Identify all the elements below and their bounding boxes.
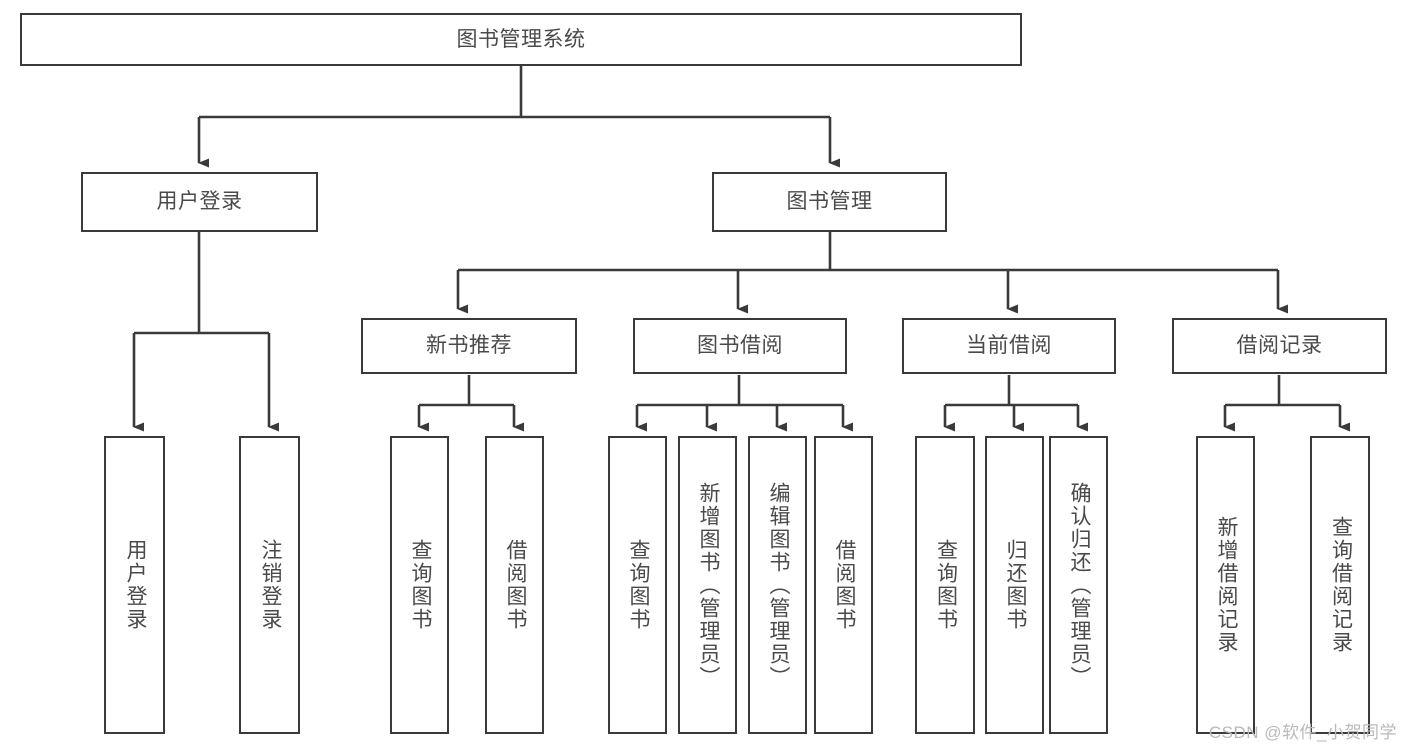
leaf-add-book[interactable]: 新增图书（管理员） xyxy=(678,436,737,734)
node-book-management-system[interactable]: 图书管理系统 xyxy=(20,13,1022,66)
node-label: 查询借阅记录 xyxy=(1329,516,1353,654)
node-label: 查询图书 xyxy=(934,539,958,631)
node-label: 编辑图书（管理员） xyxy=(766,481,790,689)
node-label: 用户登录 xyxy=(156,190,243,214)
leaf-logout-login[interactable]: 注销登录 xyxy=(239,436,300,734)
leaf-user-login[interactable]: 用户登录 xyxy=(104,436,165,734)
csdn-watermark: CSDN @软件_小贺同学 xyxy=(1208,723,1397,742)
node-borrow-record[interactable]: 借阅记录 xyxy=(1172,318,1387,374)
node-user-login[interactable]: 用户登录 xyxy=(81,172,318,232)
leaf-confirm-return[interactable]: 确认归还（管理员） xyxy=(1049,436,1108,734)
leaf-query-book-2[interactable]: 查询图书 xyxy=(608,436,667,734)
leaf-edit-book[interactable]: 编辑图书（管理员） xyxy=(748,436,807,734)
node-label: 注销登录 xyxy=(258,539,282,631)
node-label: 借阅图书 xyxy=(832,539,856,631)
node-label: 新增借阅记录 xyxy=(1214,516,1238,654)
leaf-query-record[interactable]: 查询借阅记录 xyxy=(1310,436,1370,734)
node-book-borrow[interactable]: 图书借阅 xyxy=(633,318,847,374)
node-label: 借阅记录 xyxy=(1236,334,1323,358)
node-label: 图书管理 xyxy=(786,190,873,214)
node-current-borrow[interactable]: 当前借阅 xyxy=(902,318,1116,374)
node-label: 用户登录 xyxy=(123,539,147,631)
leaf-add-record[interactable]: 新增借阅记录 xyxy=(1196,436,1255,734)
node-label: 确认归还（管理员） xyxy=(1067,481,1091,689)
leaf-query-book-3[interactable]: 查询图书 xyxy=(915,436,975,734)
node-label: 借阅图书 xyxy=(503,539,527,631)
node-label: 新书推荐 xyxy=(426,334,512,358)
node-label: 新增图书（管理员） xyxy=(696,481,720,689)
leaf-return-book[interactable]: 归还图书 xyxy=(985,436,1044,734)
node-new-book-recommend[interactable]: 新书推荐 xyxy=(361,318,577,374)
leaf-borrow-book-2[interactable]: 借阅图书 xyxy=(814,436,873,734)
node-label: 查询图书 xyxy=(626,539,650,631)
leaf-borrow-book-1[interactable]: 借阅图书 xyxy=(485,436,544,734)
node-label: 归还图书 xyxy=(1003,539,1027,631)
node-label: 查询图书 xyxy=(408,539,432,631)
node-label: 图书借阅 xyxy=(697,334,783,358)
node-book-management[interactable]: 图书管理 xyxy=(712,172,947,232)
leaf-query-book-1[interactable]: 查询图书 xyxy=(390,436,449,734)
node-label: 图书管理系统 xyxy=(456,27,586,51)
node-label: 当前借阅 xyxy=(966,334,1052,358)
